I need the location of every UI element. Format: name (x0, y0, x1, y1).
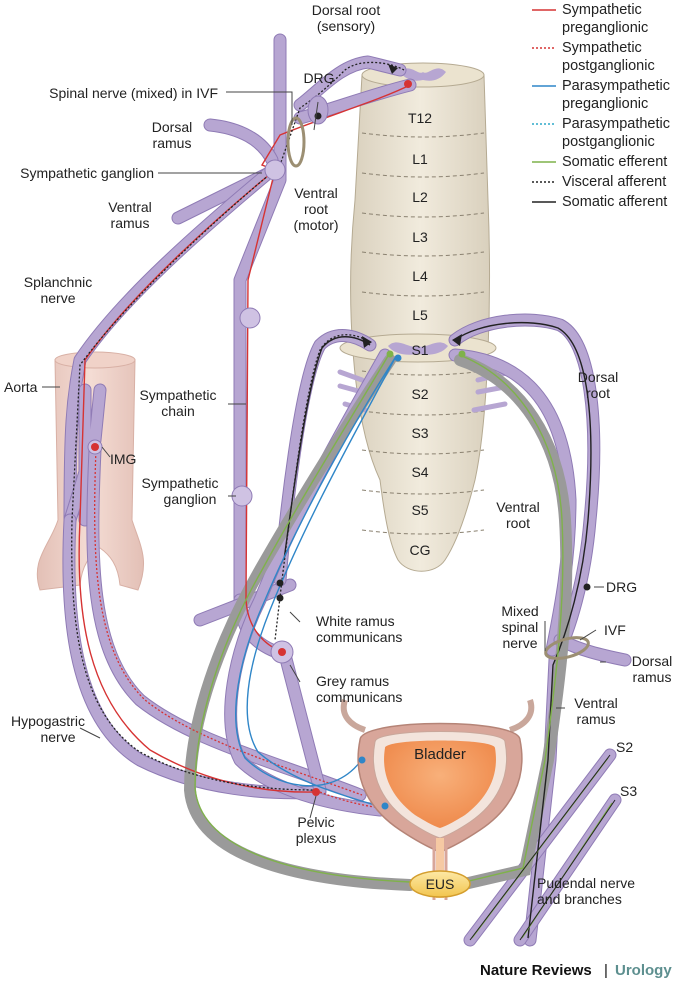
label-mixed-spinal-nerve: nerve (502, 635, 537, 651)
label-pelvic-plexus: plexus (296, 830, 336, 846)
legend-label: postganglionic (562, 58, 655, 74)
label-grey-ramus: communicans (316, 689, 402, 705)
label-eus: EUS (426, 876, 455, 892)
publisher-name: Nature Reviews (480, 962, 592, 979)
label-pudendal-nerve: Pudendal nerve (537, 875, 635, 891)
bladder-organ (340, 699, 535, 900)
label-ventral-ramus: ramus (111, 215, 150, 231)
segment-label: S1 (411, 342, 428, 358)
label-dorsal-root-sensory: (sensory) (317, 18, 375, 34)
legend-label: preganglionic (562, 96, 648, 112)
label-ventral-root-right: Ventral (496, 499, 540, 515)
fiber-lines (71, 61, 616, 941)
legend-label: Visceral afferent (562, 174, 666, 190)
segment-boundary (361, 212, 485, 218)
legend-label: Sympathetic (562, 40, 642, 56)
segment-boundary (361, 291, 485, 297)
segment-labels: T12 L1 L2 L3 L4 L5 S1 S2 S3 S4 S5 CG (408, 110, 432, 558)
label-ventral-ramus-right: ramus (577, 711, 616, 727)
label-spinal-nerve-ivf: Spinal nerve (mixed) in IVF (49, 85, 218, 101)
anatomy-labels: Dorsal root (sensory) DRG Spinal nerve (… (4, 2, 672, 907)
label-s3: S3 (620, 783, 637, 799)
label-drg: DRG (303, 70, 334, 86)
segment-label: CG (410, 542, 431, 558)
legend-label: Somatic efferent (562, 154, 667, 170)
segment-boundary (361, 251, 485, 257)
legend-label: Sympathetic (562, 2, 642, 18)
segment-label: S2 (411, 386, 428, 402)
label-img: IMG (110, 451, 136, 467)
segment-label: T12 (408, 110, 432, 126)
segment-boundary (361, 172, 485, 178)
segment-label: L4 (412, 268, 428, 284)
label-white-ramus: White ramus (316, 613, 395, 629)
ganglia (87, 95, 590, 664)
label-dorsal-ramus: ramus (153, 135, 192, 151)
segment-label: L3 (412, 229, 428, 245)
label-dorsal-ramus-right: Dorsal (632, 653, 672, 669)
label-ventral-root-motor: Ventral (294, 185, 338, 201)
label-bladder: Bladder (414, 746, 466, 763)
segment-label: S3 (411, 425, 428, 441)
legend-label: Parasympathetic (562, 78, 670, 94)
label-s2: S2 (616, 739, 633, 755)
label-dorsal-root-right: root (586, 385, 610, 401)
label-ventral-root-right: root (506, 515, 530, 531)
label-sympathetic-chain: Sympathetic (139, 387, 216, 403)
legend-label: Somatic afferent (562, 194, 667, 210)
segment-boundary (361, 489, 485, 495)
label-dorsal-ramus-right: ramus (633, 669, 672, 685)
label-drg-right: DRG (606, 579, 637, 595)
label-pelvic-plexus: Pelvic (297, 814, 334, 830)
label-hypogastric-nerve: Hypogastric (11, 713, 85, 729)
label-dorsal-root-sensory: Dorsal root (312, 2, 381, 18)
legend-label: preganglionic (562, 20, 648, 36)
label-aorta: Aorta (4, 379, 38, 395)
leader-lines (42, 91, 606, 819)
segment-label: L2 (412, 189, 428, 205)
segment-label: S4 (411, 464, 428, 480)
label-splanchnic-nerve: nerve (40, 290, 75, 306)
label-hypogastric-nerve: nerve (40, 729, 75, 745)
eus-sphincter (409, 870, 471, 898)
label-sympathetic-ganglion: Sympathetic ganglion (20, 165, 154, 181)
label-ventral-ramus: Ventral (108, 199, 152, 215)
label-dorsal-root-right: Dorsal (578, 369, 618, 385)
label-ventral-ramus-right: Ventral (574, 695, 618, 711)
journal-name: Urology (615, 962, 672, 979)
segment-boundary (361, 370, 485, 376)
label-ivf: IVF (604, 622, 626, 638)
label-sympathetic-ganglion-mid: ganglion (164, 491, 217, 507)
legend-label: postganglionic (562, 134, 655, 150)
segment-label: L5 (412, 307, 428, 323)
segment-label: L1 (412, 151, 428, 167)
segment-boundary (361, 410, 485, 416)
footer-credit: Nature Reviews | Urology (480, 962, 672, 979)
label-grey-ramus: Grey ramus (316, 673, 389, 689)
segment-boundary (361, 529, 485, 535)
label-ventral-root-motor: (motor) (293, 217, 338, 233)
segment-label: S5 (411, 502, 428, 518)
label-splanchnic-nerve: Splanchnic (24, 274, 93, 290)
label-ventral-root-motor: root (304, 201, 328, 217)
label-sympathetic-chain: chain (161, 403, 194, 419)
fiber-dots (91, 64, 591, 810)
legend-label: Parasympathetic (562, 116, 670, 132)
segment-boundary (361, 449, 485, 455)
footer-separator: | (604, 962, 608, 979)
label-dorsal-ramus: Dorsal (152, 119, 192, 135)
legend: SympatheticpreganglionicSympatheticpostg… (532, 2, 670, 210)
label-mixed-spinal-nerve: spinal (502, 619, 539, 635)
label-white-ramus: communicans (316, 629, 402, 645)
label-mixed-spinal-nerve: Mixed (501, 603, 538, 619)
segment-boundary (361, 132, 485, 138)
label-pudendal-nerve: and branches (537, 891, 622, 907)
label-sympathetic-ganglion-mid: Sympathetic (141, 475, 218, 491)
